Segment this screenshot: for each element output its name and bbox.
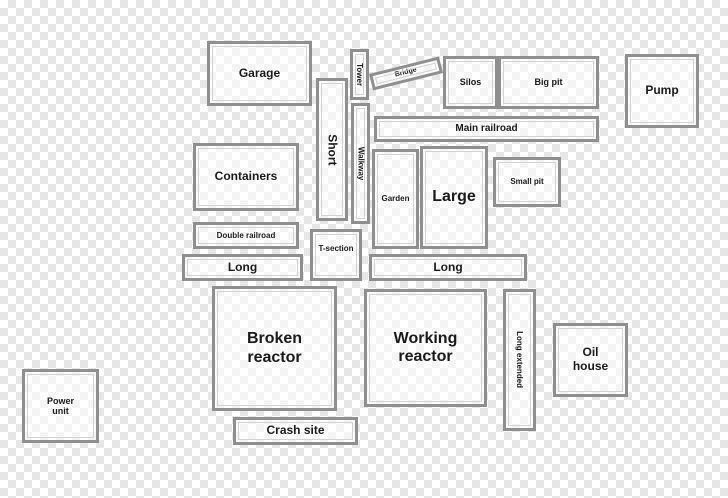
label-t-section: T-section xyxy=(318,244,354,253)
area-garage: Garage xyxy=(207,41,312,106)
area-power-unit: Power unit xyxy=(22,369,99,443)
label-bridge: Bridge xyxy=(394,66,418,80)
area-large: Large xyxy=(420,146,488,249)
area-walkway: Walkway xyxy=(351,103,370,224)
area-double-railroad: Double railroad xyxy=(193,222,299,249)
area-containers: Containers xyxy=(193,143,299,211)
area-long-extended: Long extended xyxy=(503,289,536,431)
label-power-unit: Power unit xyxy=(46,395,74,416)
label-garage: Garage xyxy=(238,65,281,80)
area-garden: Garden xyxy=(372,149,419,249)
label-broken-reactor: Broken reactor xyxy=(246,330,303,366)
area-long-right: Long xyxy=(369,254,527,281)
label-containers: Containers xyxy=(214,169,278,184)
label-walkway: Walkway xyxy=(356,146,366,181)
label-long-left: Long xyxy=(227,259,258,274)
label-oil-house: Oil house xyxy=(572,345,609,373)
label-small-pit: Small pit xyxy=(510,177,544,187)
label-crash-site: Crash site xyxy=(266,423,325,438)
area-tower: Tower xyxy=(350,49,369,100)
label-short: Short xyxy=(325,133,340,166)
area-long-left: Long xyxy=(182,254,303,281)
area-big-pit: Big pit xyxy=(498,56,599,109)
label-big-pit: Big pit xyxy=(534,77,563,88)
area-bridge: Bridge xyxy=(369,56,443,91)
label-garden: Garden xyxy=(381,194,410,204)
label-working-reactor: Working reactor xyxy=(393,329,458,365)
area-short: Short xyxy=(316,78,348,221)
label-silos: Silos xyxy=(459,77,482,88)
area-t-section: T-section xyxy=(310,229,362,281)
area-broken-reactor: Broken reactor xyxy=(212,286,337,411)
area-working-reactor: Working reactor xyxy=(364,289,487,407)
area-pump: Pump xyxy=(625,54,699,128)
label-main-railroad: Main railroad xyxy=(455,123,518,135)
area-crash-site: Crash site xyxy=(233,417,358,445)
label-double-railroad: Double railroad xyxy=(216,230,276,240)
label-large: Large xyxy=(432,188,476,206)
area-silos: Silos xyxy=(443,56,498,109)
label-tower: Tower xyxy=(355,63,365,86)
area-small-pit: Small pit xyxy=(493,157,561,207)
area-oil-house: Oil house xyxy=(553,323,628,397)
label-pump: Pump xyxy=(645,83,679,98)
label-long-extended: Long extended xyxy=(515,331,525,389)
label-long-right: Long xyxy=(433,259,463,274)
area-main-railroad: Main railroad xyxy=(374,116,599,142)
